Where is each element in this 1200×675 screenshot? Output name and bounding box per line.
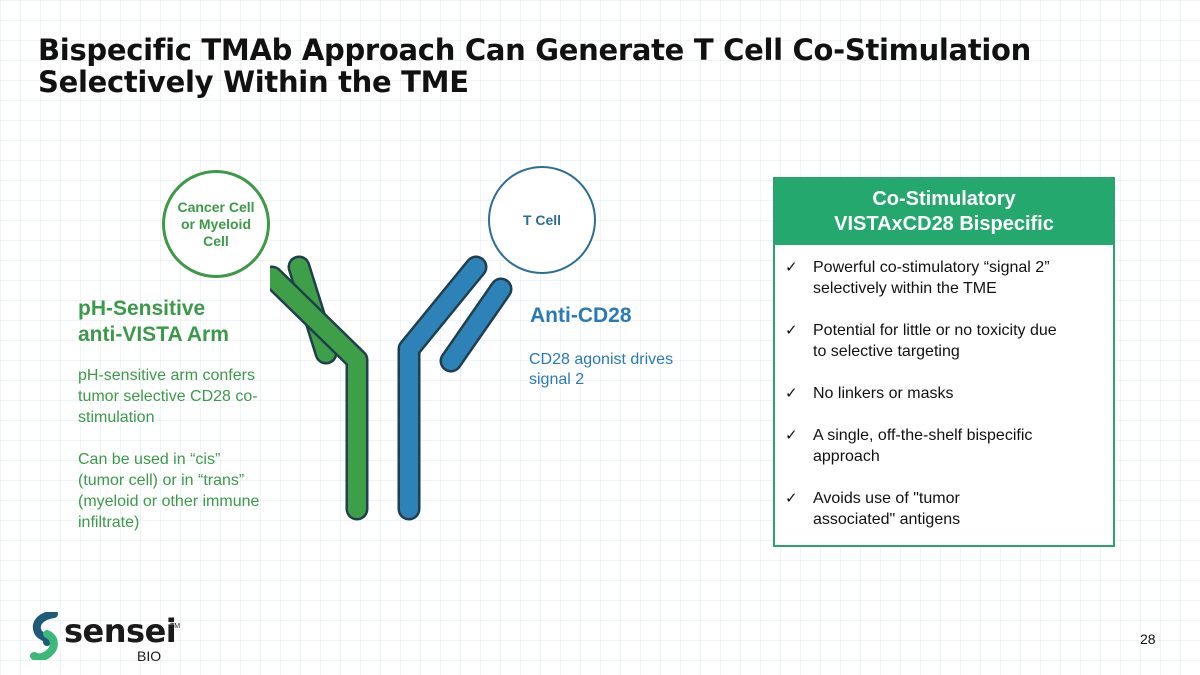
check-icon: ✓ (785, 322, 798, 339)
anti-vista-desc-line-1: pH-sensitive arm confers (78, 367, 255, 384)
anti-cd28-description: CD28 agonist drives signal 2 (529, 350, 673, 390)
panel-header-line-1: Co-Stimulatory (872, 188, 1016, 210)
benefit-item: ✓ No linkers or masks (775, 383, 1113, 404)
company-logo-sub: BIO (137, 648, 162, 664)
benefit-2-line-1: Potential for little or no toxicity due (813, 322, 1057, 339)
sensei-s-mark-icon (30, 612, 58, 660)
anti-vista-desc-line-3: stimulation (78, 409, 155, 426)
anti-cd28-desc-line-1: CD28 agonist drives (529, 351, 674, 368)
trademark-mark: TM (170, 623, 181, 630)
cancer-cell-label-line-2: or Myeloid (180, 215, 251, 232)
co-stimulatory-panel: Co-Stimulatory VISTAxCD28 Bispecific ✓ P… (773, 177, 1115, 547)
company-logo-wordmark: sensei (64, 612, 177, 650)
panel-header: Co-Stimulatory VISTAxCD28 Bispecific (775, 179, 1113, 245)
benefit-text: No linkers or masks (813, 383, 1099, 404)
benefit-text: A single, off-the-shelf bispecific appro… (813, 425, 1099, 467)
anti-vista-cis-trans-line-3: (myeloid or other immune (78, 493, 260, 510)
anti-vista-arm-heading: pH-Sensitive anti-VISTA Arm (78, 296, 229, 348)
anti-vista-cis-trans-line-2: (tumor cell) or in “trans” (78, 472, 245, 489)
benefit-1-line-1: Powerful co-stimulatory “signal 2” (813, 259, 1050, 276)
benefits-list: ✓ Powerful co-stimulatory “signal 2” sel… (775, 245, 1113, 530)
t-cell-circle: T Cell (488, 166, 596, 274)
cancer-cell-circle: Cancer Cell or Myeloid Cell (162, 170, 270, 278)
cancer-cell-label: Cancer Cell or Myeloid Cell (177, 199, 254, 250)
check-icon: ✓ (785, 490, 798, 507)
benefit-2-line-2: to selective targeting (813, 343, 960, 360)
check-icon: ✓ (785, 259, 798, 276)
benefit-item: ✓ Avoids use of "tumor associated" antig… (775, 488, 1113, 530)
benefit-4-line-1: A single, off-the-shelf bispecific (813, 427, 1033, 444)
anti-vista-arm-heading-line-2: anti-VISTA Arm (78, 323, 229, 346)
anti-vista-cis-trans-line-4: infiltrate) (78, 514, 140, 531)
slide-title-line-2: Selectively Within the TME (38, 65, 469, 99)
slide-title: Bispecific TMAb Approach Can Generate T … (38, 34, 1158, 98)
benefit-item: ✓ Powerful co-stimulatory “signal 2” sel… (775, 257, 1113, 299)
benefit-3-line-1: No linkers or masks (813, 385, 954, 402)
benefit-text: Powerful co-stimulatory “signal 2” selec… (813, 257, 1099, 299)
anti-vista-cis-trans-line-1: Can be used in “cis” (78, 451, 221, 468)
benefit-item: ✓ Potential for little or no toxicity du… (775, 320, 1113, 362)
check-icon: ✓ (785, 427, 798, 444)
page-number: 28 (1140, 631, 1156, 647)
benefit-text: Avoids use of "tumor associated" antigen… (813, 488, 1099, 530)
cancer-cell-label-line-3: Cell (203, 232, 229, 249)
panel-header-line-2: VISTAxCD28 Bispecific (834, 213, 1054, 235)
slide-title-line-1: Bispecific TMAb Approach Can Generate T … (38, 33, 1031, 67)
benefit-text: Potential for little or no toxicity due … (813, 320, 1099, 362)
anti-vista-arm-description: pH-sensitive arm confers tumor selective… (78, 365, 298, 533)
cancer-cell-label-line-1: Cancer Cell (177, 198, 255, 215)
benefit-4-line-2: approach (813, 448, 880, 465)
anti-vista-desc-line-2: tumor selective CD28 co- (78, 388, 258, 405)
check-icon: ✓ (785, 385, 798, 402)
paragraph-gap (78, 428, 298, 449)
t-cell-label: T Cell (522, 211, 562, 228)
benefit-5-line-2: associated" antigens (813, 511, 961, 528)
anti-cd28-desc-line-2: signal 2 (529, 371, 585, 388)
benefit-item: ✓ A single, off-the-shelf bispecific app… (775, 425, 1113, 467)
anti-vista-arm-heading-line-1: pH-Sensitive (78, 297, 206, 320)
benefit-5-line-1: Avoids use of "tumor (813, 490, 960, 507)
anti-cd28-heading: Anti-CD28 (530, 304, 632, 327)
bispecific-antibody-icon (270, 255, 513, 521)
benefit-1-line-2: selectively within the TME (813, 280, 997, 297)
